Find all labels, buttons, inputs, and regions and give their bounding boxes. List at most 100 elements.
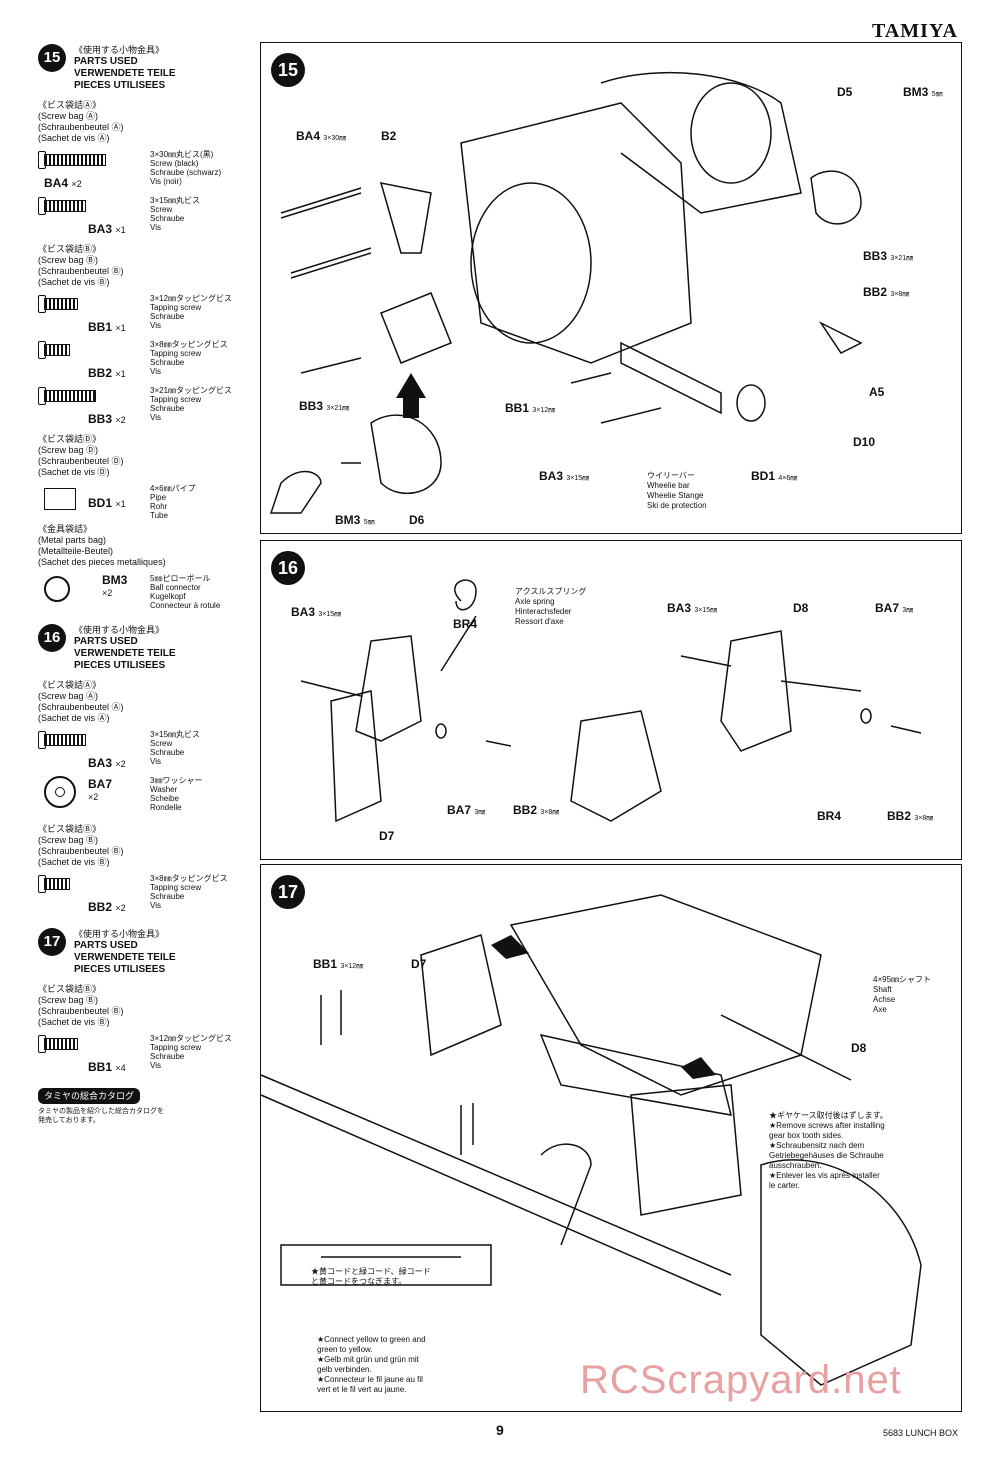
bag-jp: 《ビス袋詰Ⓑ》 — [38, 244, 102, 254]
part-code: BB2 — [88, 366, 113, 380]
note-cord: ★Connect yellow to green and green to ye… — [317, 1335, 426, 1394]
bag-de: (Schraubenbeutel Ⓓ) — [38, 456, 124, 466]
step15-parts-header: 15 《使用する小物金具》 PARTS USED VERWENDETE TEIL… — [38, 44, 260, 92]
bag-b: 《ビス袋詰Ⓑ》 (Screw bag Ⓑ) (Schraubenbeutel Ⓑ… — [38, 824, 260, 868]
header-fr: PIECES UTILISEES — [74, 80, 166, 91]
header-en: PARTS USED — [74, 636, 138, 647]
part-ba7: BA7×2 3㎜ワッシャー Washer Scheibe Rondelle — [38, 774, 260, 816]
part-ba3: BA3 ×2 3×15㎜丸ビス Screw Schraube Vis — [38, 728, 260, 770]
part-code: BA3 — [88, 756, 113, 770]
step16-panel: 16 BA3 3×15㎜ BR4 アクスルスプリング Axle spring H… — [260, 540, 962, 860]
part-desc: 3×12㎜タッピングビス Tapping screw Schraube Vis — [150, 1034, 233, 1070]
bag-fr: (Sachet de vis Ⓐ) — [38, 713, 110, 723]
step-number: 17 — [38, 928, 66, 956]
label-bb2-right: BB2 3×8㎜ — [887, 809, 934, 823]
part-bm3: BM3×2 5㎜ピローボール Ball connector Kugelkopf … — [38, 572, 260, 610]
header-en: PARTS USED — [74, 56, 138, 67]
washer-icon — [44, 776, 76, 808]
header-de: VERWENDETE TEILE — [74, 952, 176, 963]
note-gearcase: ★ギヤケース取付後はずします。 ★Remove screws after ins… — [769, 1111, 888, 1190]
part-code: BA3 — [88, 222, 113, 236]
part-ba3: BA3 ×1 3×15㎜丸ビス Screw Schraube Vis — [38, 194, 260, 236]
part-ba4: BA4 ×2 3×30㎜丸ビス(黒) Screw (black) Schraub… — [38, 148, 260, 190]
screw-icon — [44, 154, 106, 166]
note-wheelie-bar: ウイリーバー Wheelie bar Wheelie Stange Ski de… — [647, 471, 707, 510]
label-b2: B2 — [381, 129, 397, 143]
bag-jp: 《ビス袋詰Ⓑ》 — [38, 984, 102, 994]
parts-sidebar: 15 《使用する小物金具》 PARTS USED VERWENDETE TEIL… — [38, 40, 260, 1415]
header-de: VERWENDETE TEILE — [74, 68, 176, 79]
bag-fr: (Sachet de vis Ⓑ) — [38, 1017, 110, 1027]
part-bb1: BB1 ×4 3×12㎜タッピングビス Tapping screw Schrau… — [38, 1032, 260, 1074]
part-desc: 3×21㎜タッピングビス Tapping screw Schraube Vis — [150, 386, 233, 422]
label-a5: A5 — [869, 385, 885, 399]
step15-panel: 15 BA4 3×30㎜ B2 D5 BM3 5㎜ BB3 3×21㎜ BB2 … — [260, 42, 962, 534]
part-qty: ×1 — [115, 499, 126, 509]
bag-de: (Schraubenbeutel Ⓐ) — [38, 122, 124, 132]
page-number: 9 — [496, 1422, 504, 1438]
bag-de: (Metallteile-Beutel) — [38, 546, 114, 556]
tapping-screw-icon — [44, 1038, 78, 1050]
header-en: PARTS USED — [74, 940, 138, 951]
tapping-screw-icon — [44, 298, 78, 310]
step-number: 16 — [38, 624, 66, 652]
note-cord-jp: ★黄コードと緑コード、緑コード と黄コードをつなぎます。 — [311, 1267, 431, 1286]
label-br4-left: BR4 — [453, 617, 478, 631]
part-qty: ×1 — [115, 323, 126, 333]
part-qty: ×2 — [115, 759, 126, 769]
label-d6: D6 — [409, 513, 425, 527]
label-d10: D10 — [853, 435, 876, 449]
catalog-notice: タミヤの総合カタログ タミヤの製品を紹介した総合カタログを 発売しております。 — [38, 1088, 260, 1125]
bag-b: 《ビス袋詰Ⓑ》 (Screw bag Ⓑ) (Schraubenbeutel Ⓑ… — [38, 984, 260, 1028]
bag-en: (Screw bag Ⓐ) — [38, 111, 99, 121]
label-bb3-left: BB3 3×21㎜ — [299, 399, 350, 413]
bag-d: 《ビス袋詰Ⓓ》 (Screw bag Ⓓ) (Schraubenbeutel Ⓓ… — [38, 434, 260, 478]
label-bb2: BB2 3×8㎜ — [863, 285, 910, 299]
step17-parts-header: 17 《使用する小物金具》 PARTS USED VERWENDETE TEIL… — [38, 928, 260, 976]
bag-jp: 《ビス袋詰Ⓐ》 — [38, 100, 102, 110]
header-fr: PIECES UTILISEES — [74, 964, 166, 975]
label-bb1: BB1 3×12㎜ — [313, 957, 364, 971]
step-number: 17 — [271, 875, 305, 909]
bag-en: (Screw bag Ⓓ) — [38, 445, 99, 455]
step16-parts-header: 16 《使用する小物金具》 PARTS USED VERWENDETE TEIL… — [38, 624, 260, 672]
label-br4-right: BR4 — [817, 809, 842, 823]
model-id: 5683 LUNCH BOX — [882, 1428, 958, 1438]
bag-a: 《ビス袋詰Ⓐ》 (Screw bag Ⓐ) (Schraubenbeutel Ⓐ… — [38, 680, 260, 724]
label-ba3-left: BA3 3×15㎜ — [291, 605, 342, 619]
part-desc: 3×12㎜タッピングビス Tapping screw Schraube Vis — [150, 294, 233, 330]
note-shaft: 4×95㎜シャフト Shaft Achse Axe — [873, 975, 932, 1014]
part-desc: 3×8㎜タッピングビス Tapping screw Schraube Vis — [150, 340, 228, 376]
header-jp: 《使用する小物金具》 — [74, 625, 165, 635]
part-desc: 3×30㎜丸ビス(黒) Screw (black) Schraube (schw… — [150, 150, 222, 186]
header-de: VERWENDETE TEILE — [74, 648, 176, 659]
step17-panel: 17 BB1 3×12㎜ D7 4×95㎜シャフト Shaft Achse Ax… — [260, 864, 962, 1412]
header-jp: 《使用する小物金具》 — [74, 45, 165, 55]
bag-fr: (Sachet de vis Ⓑ) — [38, 857, 110, 867]
part-desc: 3×15㎜丸ビス Screw Schraube Vis — [150, 196, 201, 232]
step17-assembly-drawing — [261, 894, 922, 1386]
label-bb2-left: BB2 3×8㎜ — [513, 803, 560, 817]
tapping-screw-icon — [44, 878, 70, 890]
bag-jp: 《金具袋詰》 — [38, 524, 93, 534]
bag-metal: 《金具袋詰》 (Metal parts bag) (Metallteile-Be… — [38, 524, 260, 568]
part-code: BB1 — [88, 320, 113, 334]
bag-jp: 《ビス袋詰Ⓓ》 — [38, 434, 102, 444]
screw-icon — [44, 200, 86, 212]
label-ba4: BA4 3×30㎜ — [296, 129, 347, 143]
tapping-screw-icon — [44, 344, 70, 356]
bag-fr: (Sachet de vis Ⓓ) — [38, 467, 110, 477]
label-d8: D8 — [793, 601, 809, 615]
part-code: BM3 — [102, 573, 128, 587]
label-d8: D8 — [851, 1041, 867, 1055]
step-number: 16 — [271, 551, 305, 585]
part-qty: ×1 — [115, 369, 126, 379]
bag-de: (Schraubenbeutel Ⓑ) — [38, 846, 124, 856]
screw-icon — [44, 734, 86, 746]
catalog-tag: タミヤの総合カタログ — [38, 1088, 141, 1104]
part-desc: 3㎜ワッシャー Washer Scheibe Rondelle — [150, 776, 203, 812]
step16-assembly-drawing — [300, 579, 922, 823]
part-code: BB3 — [88, 412, 113, 426]
brand-logo: TAMIYA — [871, 20, 958, 42]
part-code: BD1 — [88, 496, 113, 510]
